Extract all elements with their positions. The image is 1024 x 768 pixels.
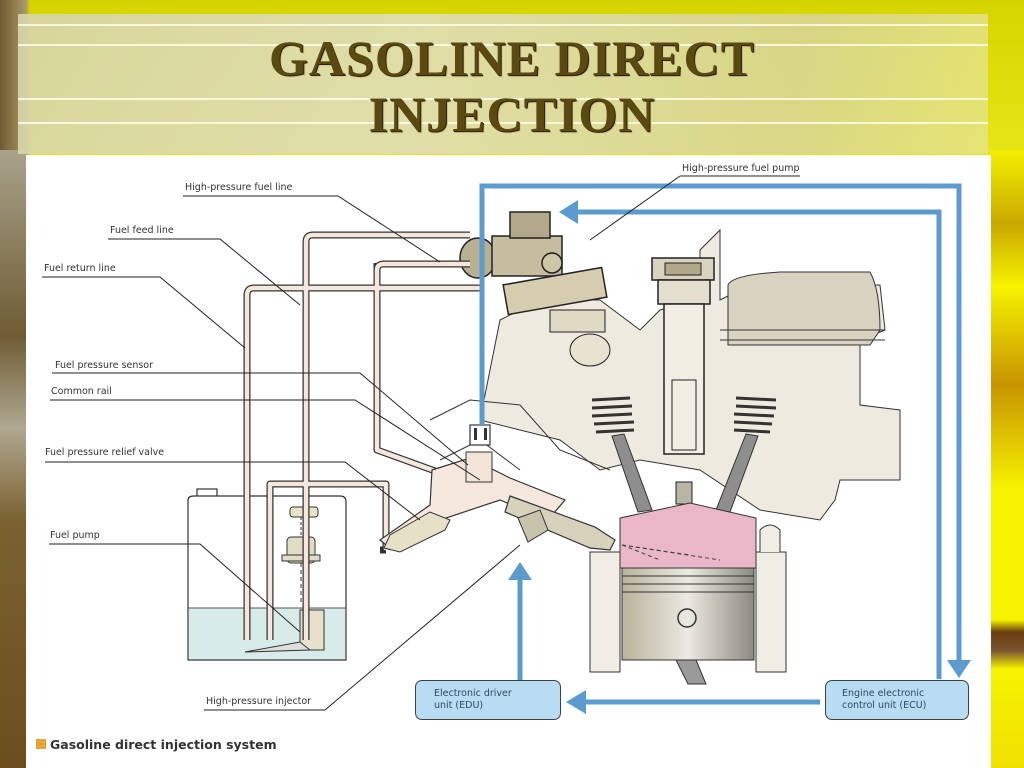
label-fuel-pressure-sensor: Fuel pressure sensor xyxy=(55,360,154,371)
label-high-pressure-fuel-pump: High-pressure fuel pump xyxy=(682,163,800,174)
signal-wires xyxy=(479,183,962,705)
edu-label-line-2: unit (EDU) xyxy=(434,700,484,711)
fuel-spray xyxy=(621,544,721,561)
title-stripe xyxy=(18,44,988,46)
piston xyxy=(621,567,755,685)
slide-title: GASOLINE DIRECT INJECTION xyxy=(0,30,1024,142)
label-fuel-pressure-relief-valve: Fuel pressure relief valve xyxy=(45,447,165,458)
high-pressure-fuel-pump xyxy=(459,211,611,367)
label-high-pressure-injector: High-pressure injector xyxy=(206,696,312,707)
title-band xyxy=(18,14,988,154)
label-high-pressure-fuel-line: High-pressure fuel line xyxy=(185,182,293,193)
cylinder xyxy=(589,524,787,673)
arrow-to-injector-icon xyxy=(508,562,532,580)
title-line-1: GASOLINE DIRECT xyxy=(269,30,755,86)
title-line-2: INJECTION xyxy=(368,86,656,142)
arrow-to-edu-icon xyxy=(566,690,586,714)
label-fuel-feed-line: Fuel feed line xyxy=(110,225,174,236)
arrow-to-pump-icon xyxy=(559,200,578,224)
intake-valve xyxy=(591,396,653,513)
label-common-rail: Common rail xyxy=(51,386,112,397)
label-fuel-pump: Fuel pump xyxy=(50,530,100,541)
spark-plug-coil xyxy=(651,257,715,505)
combustion-chamber xyxy=(619,502,757,569)
edu-box: Electronic driver unit (EDU) xyxy=(415,680,561,720)
edu-label-line-1: Electronic driver xyxy=(434,688,512,699)
high-pressure-injector xyxy=(383,495,616,553)
title-stripe xyxy=(18,24,988,26)
figure-caption: Gasoline direct injection system xyxy=(50,737,277,752)
caption-marker-icon xyxy=(36,739,46,749)
title-stripe xyxy=(18,122,988,124)
leader-lines xyxy=(42,175,800,711)
background-right-decoration xyxy=(990,150,1024,768)
arrow-to-ecu-icon xyxy=(947,660,971,678)
title-stripe xyxy=(18,98,988,100)
ecu-box: Engine electronic control unit (ECU) xyxy=(825,680,969,720)
ecu-label-line-1: Engine electronic xyxy=(842,688,925,699)
ecu-label-line-2: control unit (ECU) xyxy=(842,700,927,711)
label-fuel-return-line: Fuel return line xyxy=(44,263,116,274)
exhaust-valve xyxy=(715,396,777,513)
background-left-decoration xyxy=(0,150,28,768)
